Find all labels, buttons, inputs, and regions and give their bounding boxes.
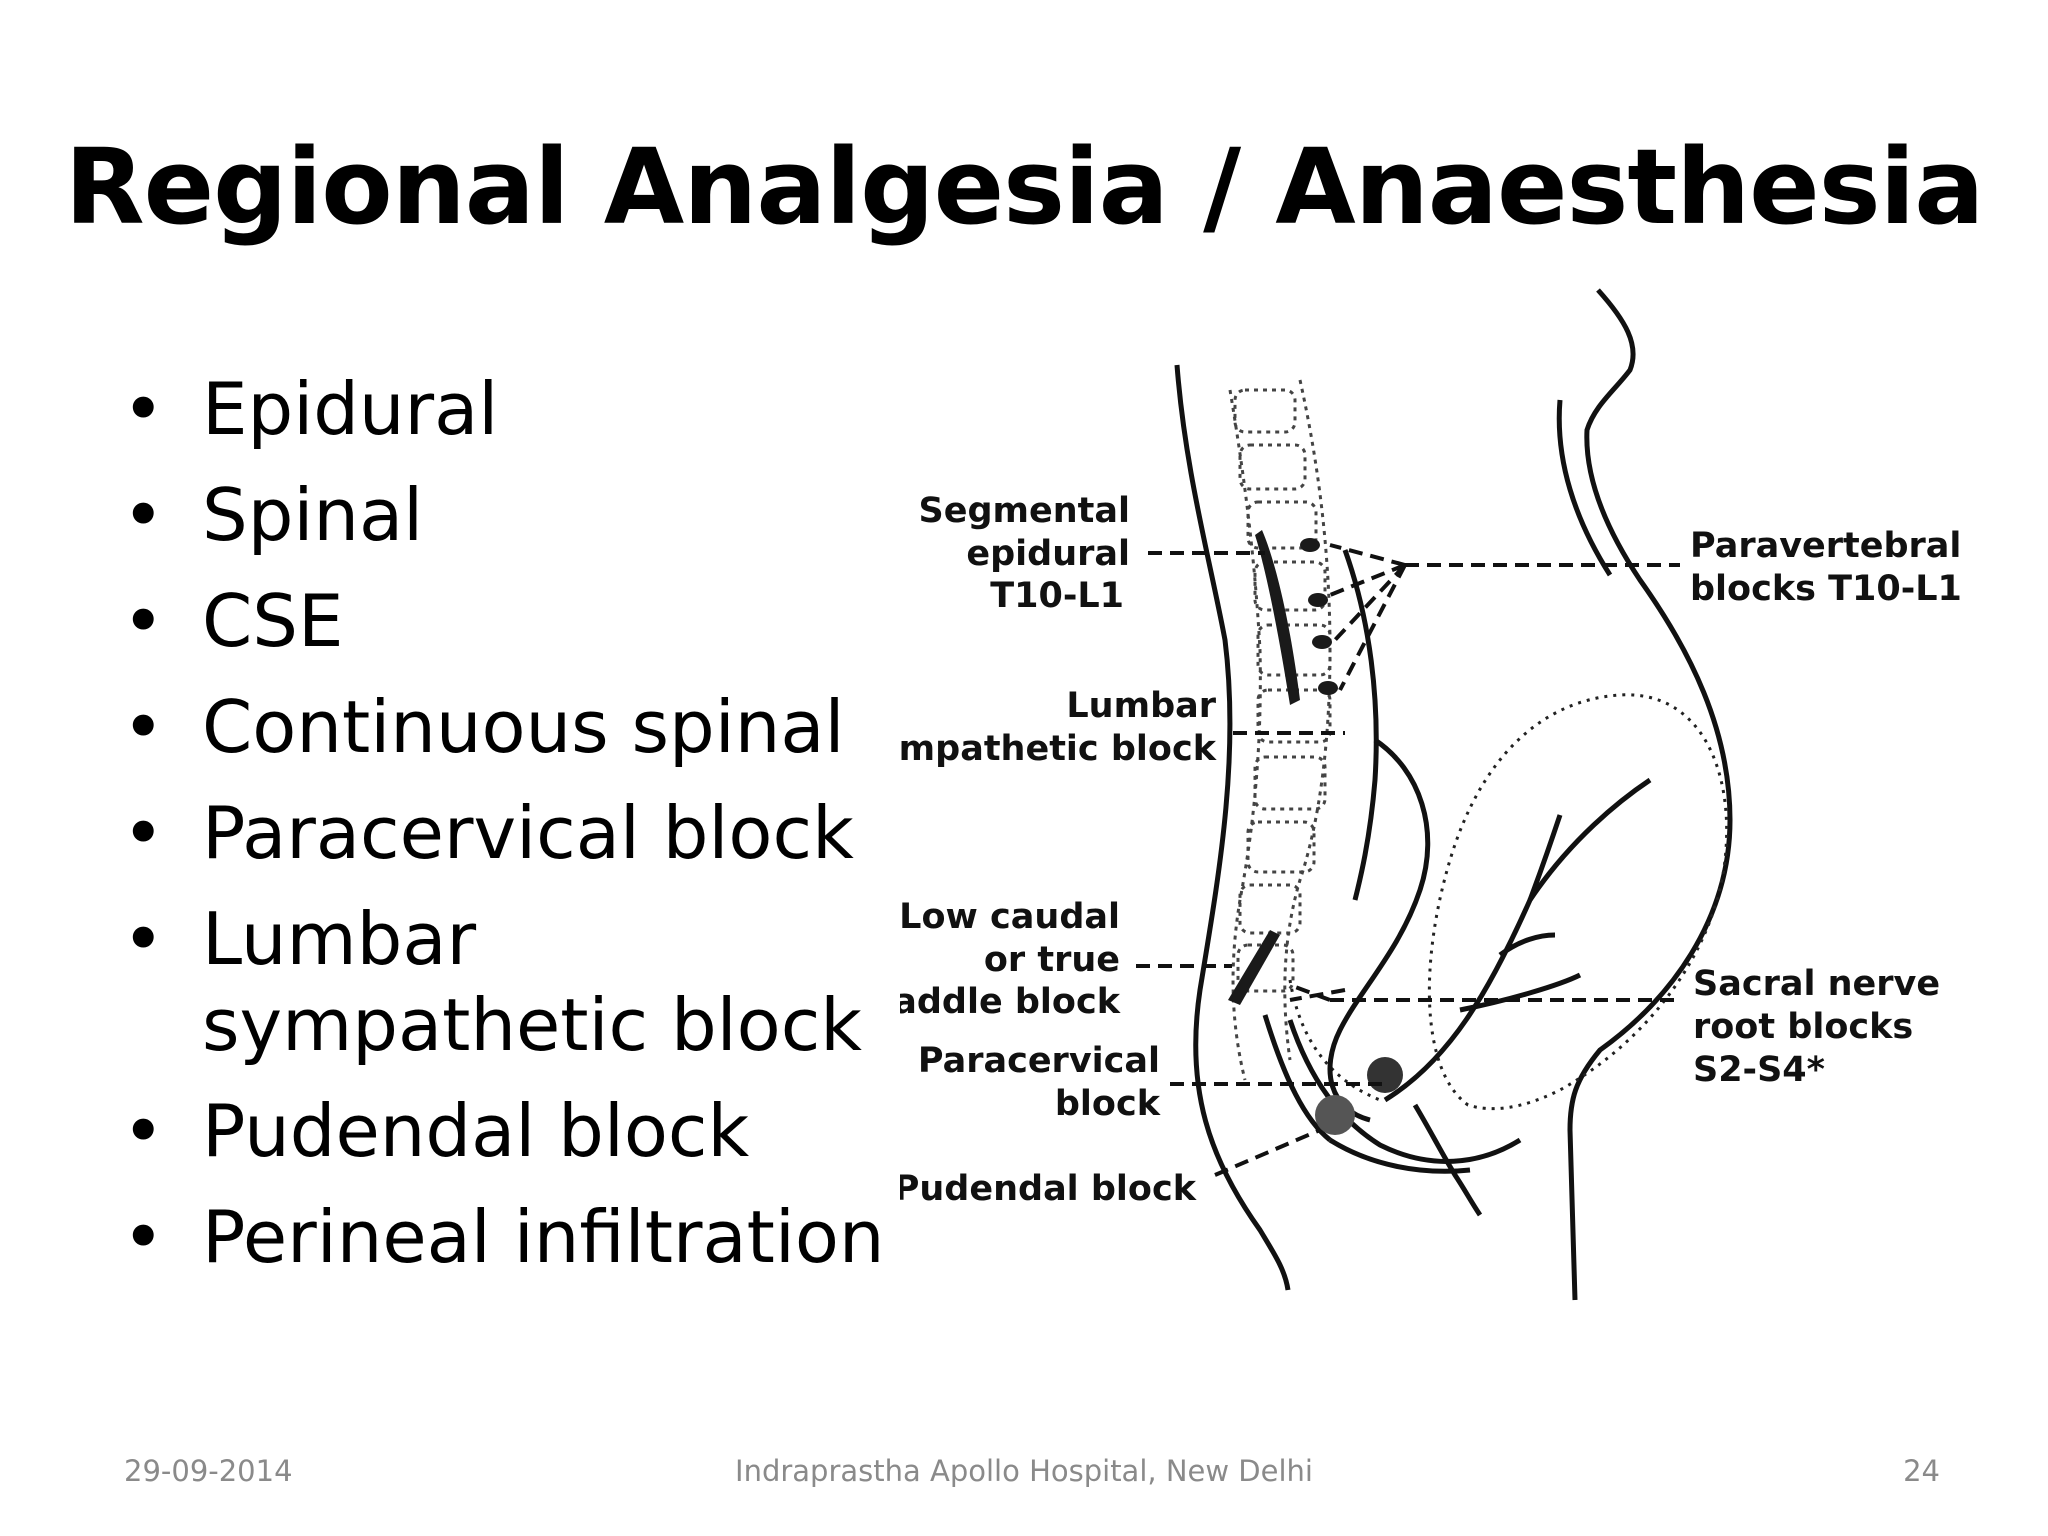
paravertebral-fan [1329, 543, 1407, 691]
pudendal-site [1315, 1095, 1355, 1135]
label-sacral-line3: S2-S4* [1693, 1050, 1825, 1090]
label-caudal-line3: saddle block [900, 982, 1121, 1022]
injection-site [1308, 593, 1328, 607]
label-lumbar-line2: sympathetic block [900, 729, 1217, 769]
label-segmental-line1: Segmental [919, 491, 1130, 531]
leader-lines [1136, 543, 1680, 1177]
label-pudendal: Pudendal block [900, 1169, 1197, 1209]
sympathetic-chain-line [1342, 549, 1379, 901]
bullet-dot-icon: • [122, 897, 165, 981]
pudendal-nerve [1262, 1014, 1332, 1142]
abdomen-inner-line [1556, 399, 1613, 577]
vertebra [1238, 443, 1307, 491]
back-outline [1174, 364, 1291, 1291]
page-number: 24 [1903, 1454, 1940, 1488]
bullet-dot-icon: • [122, 367, 165, 451]
label-lumbar-line1: Lumbar [1066, 686, 1216, 726]
vertebra [1233, 388, 1297, 434]
label-caudal-line1: Low caudal [900, 897, 1120, 937]
sacral-fan [1289, 983, 1346, 1002]
slide-title: Regional Analgesia / Anaesthesia [64, 126, 1985, 248]
bullet-dot-icon: • [122, 579, 165, 663]
vaginal-canal-line [1412, 1103, 1483, 1217]
bullet-item: • Pudendal block [118, 1088, 898, 1174]
sympathetic-chain [1327, 549, 1431, 1123]
bullet-dot-icon: • [122, 473, 165, 557]
segmental-epidural-band [1255, 530, 1300, 705]
bullet-text: Continuous spinal [202, 685, 845, 769]
bullet-text: Epidural [202, 367, 499, 451]
bullet-item: • Continuous spinal [118, 684, 898, 770]
footer-organization: Indraprastha Apollo Hospital, New Delhi [735, 1454, 1313, 1488]
vertebra [1256, 623, 1332, 677]
bullet-dot-icon: • [122, 1195, 165, 1279]
bullet-text: Spinal [202, 473, 424, 557]
spine [1228, 379, 1332, 1081]
bullet-item: • Lumbar sympathetic block [118, 896, 898, 1068]
bullet-dot-icon: • [122, 685, 165, 769]
bullet-item: • Epidural [118, 366, 898, 452]
caudal-block-bar [1228, 930, 1280, 1005]
bullet-item: • Paracervical block [118, 790, 898, 876]
bullet-text: Lumbar sympathetic block [202, 897, 862, 1067]
label-paravertebral-line1: Paravertebral [1690, 526, 1960, 566]
labels-right: Paravertebral blocks T10-L1* Sacral nerv… [1690, 526, 1960, 1090]
front-outline [1567, 288, 1733, 1301]
injection-site [1318, 681, 1338, 695]
uterine-nerve [1498, 932, 1556, 958]
bullet-text: CSE [202, 579, 344, 663]
bullet-text: Pudendal block [202, 1089, 750, 1173]
label-sacral-line2: root blocks [1693, 1007, 1913, 1047]
uterine-nerve [1459, 972, 1582, 1013]
label-paravertebral-line2: blocks T10-L1* [1690, 569, 1960, 609]
vertebra [1246, 820, 1316, 874]
bullet-dot-icon: • [122, 791, 165, 875]
anatomy-diagram: Segmental epidural T10-L1 Lumbar sympath… [900, 288, 1960, 1301]
body-outline [1174, 288, 1733, 1301]
vertebra [1253, 755, 1327, 811]
bullet-text: Paracervical block [202, 791, 854, 875]
label-caudal-line2: or true [984, 940, 1120, 980]
label-segmental-line2: epidural [966, 534, 1130, 574]
bullet-text: Perineal infiltration [202, 1195, 885, 1279]
label-sacral-line1: Sacral nerve [1693, 964, 1940, 1004]
label-paracervical-line1: Paracervical [918, 1041, 1160, 1081]
vertebra [1246, 500, 1318, 550]
injection-site [1312, 635, 1332, 649]
uterus-outline [1427, 693, 1729, 1111]
label-paracervical-line2: block [1055, 1084, 1161, 1124]
vertebra [1236, 943, 1295, 993]
bullet-dot-icon: • [122, 1089, 165, 1173]
bullet-list: • Epidural • Spinal • CSE • Continuous spina… [118, 366, 898, 1300]
injection-site [1300, 538, 1320, 552]
vertebra [1256, 688, 1332, 744]
bullet-item: • Perineal infiltration [118, 1194, 898, 1280]
label-segmental-line3: T10-L1 [990, 576, 1124, 616]
pelvic-nerves [1262, 777, 1652, 1217]
uterine-nerve [1527, 814, 1563, 901]
footer-date: 29-09-2014 [124, 1454, 293, 1488]
spine-front-line [1283, 379, 1332, 1061]
epidural-shading [1228, 530, 1338, 1005]
paracervical-site [1367, 1057, 1403, 1093]
labels-left: Segmental epidural T10-L1 Lumbar sympath… [900, 491, 1217, 1209]
uterine-nerve [1383, 777, 1652, 1103]
uterine-nerve [1287, 1019, 1522, 1164]
pudendal-leader [1214, 1128, 1321, 1177]
bullet-item: • CSE [118, 578, 898, 664]
bullet-item: • Spinal [118, 472, 898, 558]
